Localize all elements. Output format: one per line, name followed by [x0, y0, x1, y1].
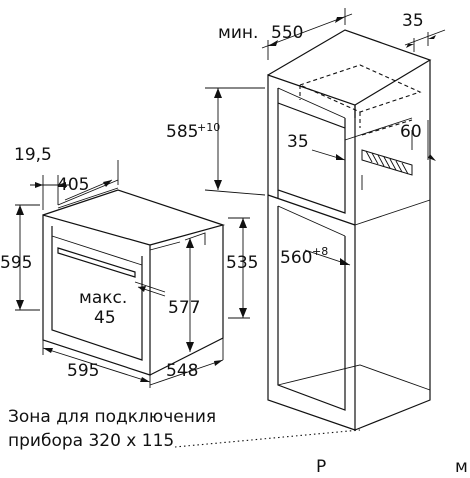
oven-top-offset-label: 19,5 — [14, 145, 52, 165]
cabinet-dimensions — [174, 8, 446, 448]
cab-width-prefix: мин. — [218, 23, 258, 43]
lower-niche-tolerance: +8 — [312, 245, 328, 258]
door-gap-label: 45 — [94, 308, 116, 328]
cabinet-drawing — [267, 29, 432, 431]
cabinet-labels: мин. 550 35 585 +10 35 60 560 +8 — [166, 11, 424, 268]
oven-depth-label: 405 — [57, 175, 89, 195]
niche-height-tolerance: +10 — [197, 121, 220, 134]
oven-labels: 19,5 405 595 535 577 макс. 45 595 548 — [0, 145, 258, 381]
vent-b-label: 60 — [400, 122, 422, 142]
oven-body-width-label: 548 — [166, 361, 198, 381]
connection-caption: Зона для подключения прибора 320 х 115 — [8, 407, 216, 451]
corner-letter-right: м — [455, 457, 468, 477]
corner-letters: Р м — [316, 457, 468, 477]
vent-hatch — [361, 149, 413, 176]
oven-height-label: 595 — [0, 253, 32, 273]
oven-front-height-label: 577 — [168, 298, 200, 318]
corner-letter-left: Р — [316, 457, 326, 477]
caption-line1: Зона для подключения — [8, 407, 216, 427]
oven-dimensions — [15, 160, 250, 388]
cab-width-label: 550 — [271, 23, 303, 43]
vent-a-label: 35 — [287, 132, 309, 152]
lower-niche-label: 560 — [280, 248, 312, 268]
niche-height-label: 585 — [166, 122, 198, 142]
oven-width-label: 595 — [67, 361, 99, 381]
door-gap-prefix: макс. — [79, 288, 127, 308]
cab-depth-label: 35 — [402, 11, 424, 31]
oven-drawing — [42, 187, 226, 376]
caption-line2: прибора 320 х 115 — [8, 431, 174, 451]
oven-body-height-label: 535 — [226, 253, 258, 273]
